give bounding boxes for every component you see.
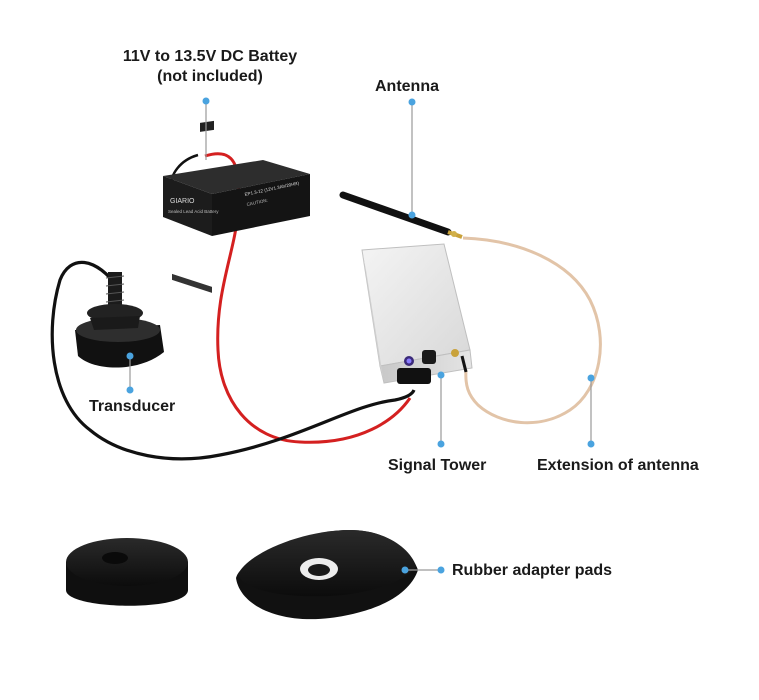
battery-brand-print: GIARIO bbox=[170, 198, 195, 205]
signal-tower-label: Signal Tower bbox=[388, 457, 487, 474]
battery-caution-print: CAUTION: bbox=[246, 198, 268, 207]
transducer-cable bbox=[50, 260, 416, 461]
transducer-label: Transducer bbox=[89, 398, 176, 415]
rubber-pad-round bbox=[66, 538, 188, 606]
battery: GIARIO Sealed Lead Acid Battery EP1.3-12… bbox=[163, 120, 310, 293]
transducer-graphic bbox=[75, 272, 164, 368]
battery-label-line1: 11V to 13.5V DC Battey bbox=[122, 48, 298, 65]
extension-label: Extension of antenna bbox=[537, 457, 699, 474]
signal-tower-box bbox=[361, 243, 473, 384]
antenna-extension-cable bbox=[462, 236, 602, 425]
rubber-pad-contoured bbox=[236, 530, 418, 620]
antenna-label: Antenna bbox=[375, 78, 439, 95]
antenna-graphic bbox=[339, 191, 463, 239]
rubber-pads-label: Rubber adapter pads bbox=[452, 562, 613, 579]
callout-leaders bbox=[129, 101, 592, 571]
battery-subtitle-print: Sealed Lead Acid Battery bbox=[168, 209, 219, 214]
callout-markers bbox=[126, 97, 595, 574]
battery-label: 11V to 13.5V DC Battey (not included) bbox=[105, 47, 315, 87]
battery-label-line2: (not included) bbox=[157, 68, 263, 85]
